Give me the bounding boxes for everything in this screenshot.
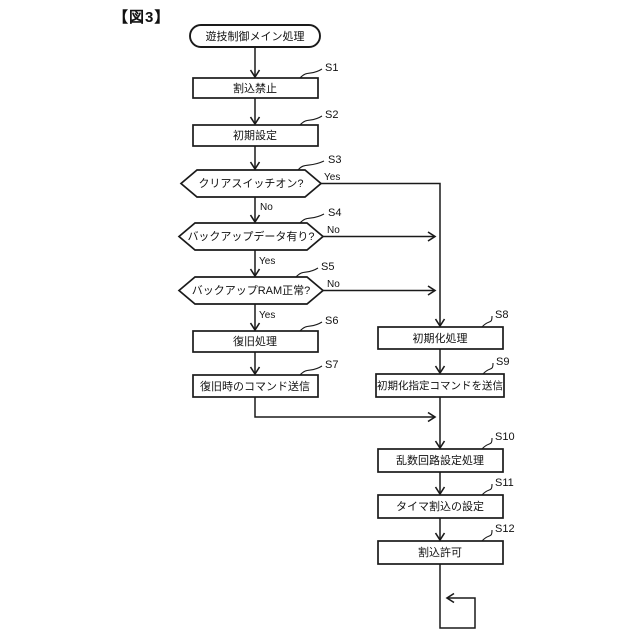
step-s5: バックアップRAM正常? S5 No Yes	[177, 261, 340, 321]
leader-s2	[299, 115, 323, 126]
leader-s12	[481, 529, 493, 542]
step-s9: 初期化指定コマンドを送信 S9	[375, 356, 509, 398]
process-label-s12: 割込許可	[418, 545, 462, 559]
connectors	[249, 47, 476, 629]
process-label-s9: 初期化指定コマンドを送信	[377, 379, 503, 392]
branch-label-s5-no: No	[327, 279, 340, 290]
step-s7: 復旧時のコマンド送信 S7	[192, 359, 338, 398]
step-id-s1: S1	[325, 62, 338, 74]
process-label-s11: タイマ割込の設定	[396, 499, 484, 513]
step-s4: バックアップデータ有り? S4 No Yes	[177, 207, 341, 267]
leader-s9	[482, 362, 494, 375]
step-s10: 乱数回路設定処理 S10	[377, 431, 515, 473]
step-id-s5: S5	[321, 261, 334, 273]
process-label-s6: 復旧処理	[233, 335, 277, 348]
step-s3: クリアスイッチオン? S3 Yes No	[179, 154, 341, 213]
leader-s3	[297, 160, 325, 171]
process-box-s6	[192, 330, 319, 353]
start-terminal-label: 遊技制御メイン処理	[206, 29, 305, 43]
step-s6: 復旧処理 S6	[192, 315, 338, 353]
leader-s8	[481, 315, 493, 328]
step-id-s12: S12	[495, 523, 515, 535]
branch-label-s4-yes: Yes	[259, 256, 275, 267]
process-box-s7	[192, 374, 319, 398]
decision-label-s4: バックアップデータ有り?	[187, 229, 314, 243]
step-s1: 割込禁止 S1	[192, 62, 338, 99]
process-box-s10	[377, 448, 504, 473]
branch-label-s3-yes: Yes	[324, 172, 340, 183]
decision-box-s3	[179, 169, 323, 198]
process-label-s8: 初期化処理	[413, 331, 468, 345]
step-id-s8: S8	[495, 309, 508, 321]
step-id-s7: S7	[325, 359, 338, 371]
step-s11: タイマ割込の設定 S11	[377, 477, 514, 519]
step-id-s6: S6	[325, 315, 338, 327]
step-id-s2: S2	[325, 109, 338, 121]
branch-label-s3-no: No	[260, 202, 273, 213]
leader-s10	[481, 437, 493, 450]
process-box-s11	[377, 494, 504, 519]
step-s12: 割込許可 S12	[377, 523, 515, 565]
figure-title: 【図3】	[113, 8, 170, 26]
step-id-s10: S10	[495, 431, 515, 443]
step-id-s9: S9	[496, 356, 509, 368]
decision-box-s5	[177, 276, 325, 305]
leader-s11	[481, 483, 493, 496]
start-terminal: 遊技制御メイン処理	[189, 24, 321, 48]
branch-label-s5-yes: Yes	[259, 310, 275, 321]
decision-label-s3: クリアスイッチオン?	[198, 177, 303, 190]
process-label-s7: 復旧時のコマンド送信	[200, 379, 310, 393]
process-label-s10: 乱数回路設定処理	[396, 453, 484, 467]
branch-label-s4-no: No	[327, 225, 340, 236]
connector-s7-merge	[254, 397, 437, 423]
step-s2: 初期設定 S2	[192, 109, 338, 147]
process-box-s12	[377, 540, 504, 565]
connector-s3-yes-s8	[321, 182, 446, 328]
process-box-s8	[377, 326, 504, 350]
leader-s6	[299, 321, 323, 332]
connector-s12-loop	[439, 564, 476, 629]
process-label-s1: 割込禁止	[233, 81, 277, 95]
step-id-s3: S3	[328, 154, 341, 166]
process-box-s2	[192, 124, 319, 147]
leader-s4	[299, 213, 325, 224]
leader-s5	[295, 267, 319, 278]
decision-box-s4	[177, 222, 325, 251]
step-id-s4: S4	[328, 207, 341, 219]
process-box-s9	[375, 373, 505, 398]
step-id-s11: S11	[495, 477, 514, 489]
process-box-s1	[192, 77, 319, 99]
decision-label-s5: バックアップRAM正常?	[192, 284, 311, 297]
leader-s7	[299, 365, 323, 376]
step-s8: 初期化処理 S8	[377, 309, 508, 350]
leader-s1	[299, 68, 323, 79]
process-label-s2: 初期設定	[233, 128, 277, 142]
